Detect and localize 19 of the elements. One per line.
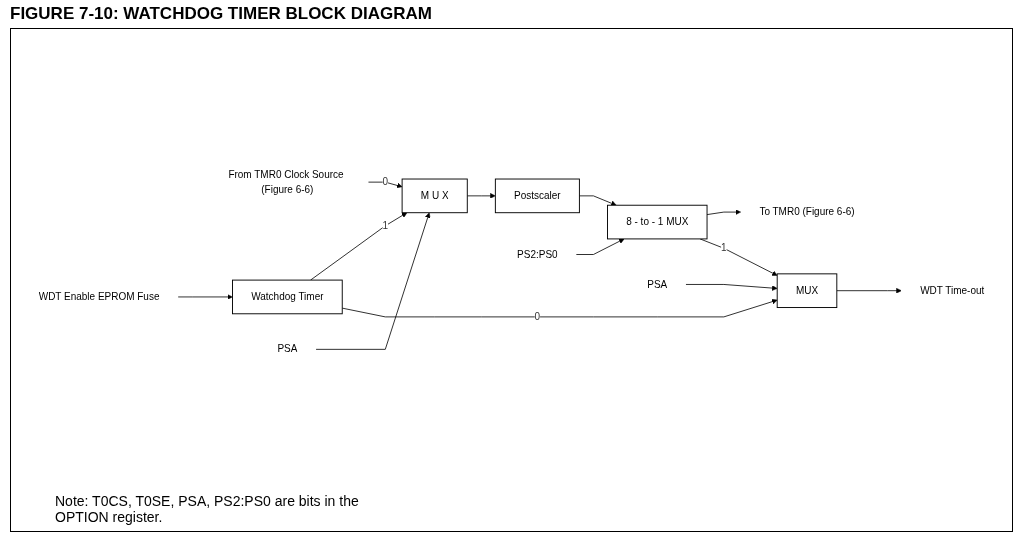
edge-label: 1 — [721, 242, 727, 254]
node-text: PSA — [647, 278, 668, 290]
edge-label: 0 — [382, 176, 389, 188]
edge-label: 1 — [382, 220, 389, 231]
edge-label: 0 — [534, 311, 541, 322]
node-box — [494, 178, 580, 214]
node-box — [401, 178, 468, 214]
node-text: PS2:PS0 — [517, 248, 558, 260]
node-box — [232, 279, 343, 315]
note-text: Note: T0CS, T0SE, PSA, PS2:PS0 are bits in the OPTION register. — [55, 493, 360, 525]
figure-title: FIGURE 7-10: WATCHDOG TIMER BLOCK DIAGRAM — [10, 4, 433, 24]
node-text: WDT Enable EPROM Fuse — [38, 291, 160, 302]
node-text: To TMR0 (Figure 6-6) — [759, 206, 855, 218]
node-text: From TMR0 Clock Source (Figure 6-6) — [228, 169, 344, 195]
node-text: WDT Time-out — [920, 285, 985, 296]
node-text: PSA — [277, 343, 298, 355]
node-box — [607, 204, 708, 240]
node-box — [776, 273, 838, 309]
diagram-frame: 0 1 0 1 From TMR0 Clock Source (Figure 6-6) Watchdog Timer M U X Postscaler 8 - to - 1 MUX WDT Enable EPROM Fuse PSA PS2:PS0 To TMR0 (Figure 6-6) MUX PSA WDT Time-out Note: T0CS, T0SE, PSA, PS2:PS0 are bits in the OPTION register. — [10, 28, 1013, 532]
